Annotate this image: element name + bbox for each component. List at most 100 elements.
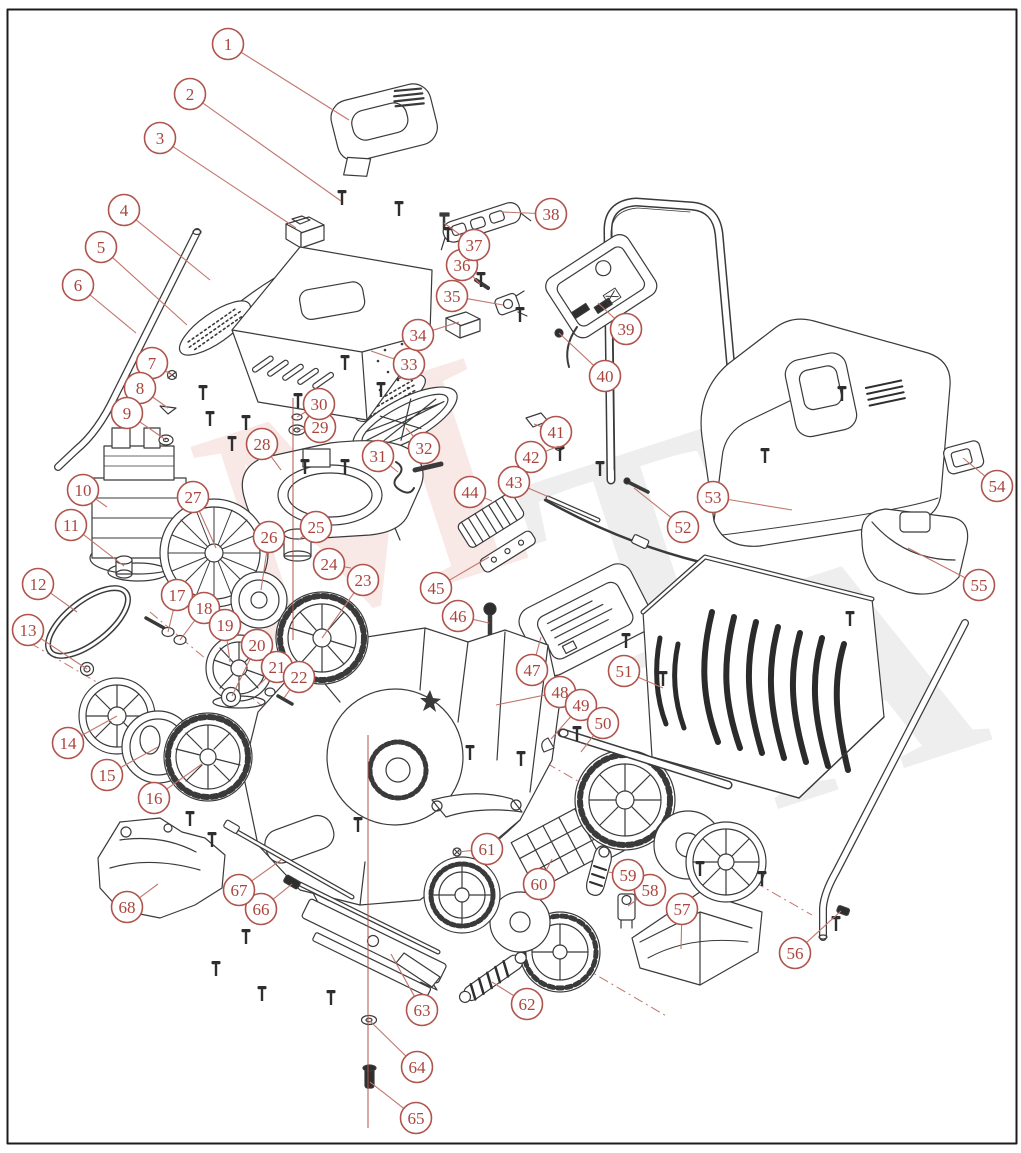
callout-13: 13 xyxy=(11,613,88,670)
callout-41: 41 xyxy=(533,415,573,449)
callout-60: 60 xyxy=(522,858,556,901)
axis-line-layer xyxy=(292,398,369,1128)
leader-line xyxy=(962,457,986,477)
callout-number: 1 xyxy=(224,35,233,54)
callout-68: 68 xyxy=(110,883,159,924)
screw-icon xyxy=(340,459,350,474)
callout-circle xyxy=(962,568,996,602)
callout-number: 2 xyxy=(186,85,195,104)
callout-number: 9 xyxy=(123,404,132,423)
callout-circle xyxy=(980,469,1014,503)
screw-icon xyxy=(241,415,251,430)
leader-line xyxy=(580,735,595,753)
screw-icon xyxy=(207,832,217,847)
leader-line xyxy=(728,498,793,511)
screw-icon xyxy=(340,355,350,370)
callout-39: 39 xyxy=(597,302,643,346)
callout-circle xyxy=(470,832,504,866)
callout-25: 25 xyxy=(297,510,333,544)
cable-connector xyxy=(494,290,528,317)
callout-number: 13 xyxy=(20,621,37,640)
callout-32: 32 xyxy=(405,427,441,465)
grass-catcher xyxy=(640,554,885,799)
leader-line xyxy=(535,636,542,656)
leader-line xyxy=(95,498,108,508)
callout-53: 53 xyxy=(696,480,793,514)
callout-66: 66 xyxy=(244,883,293,926)
callout-number: 49 xyxy=(573,696,590,715)
screw-icon xyxy=(337,190,347,205)
callout-number: 54 xyxy=(989,477,1007,496)
screw-icon xyxy=(515,307,525,322)
switch-housing xyxy=(545,234,658,368)
screw-icon xyxy=(760,448,770,463)
callout-24: 24 xyxy=(312,547,352,581)
mesh-insert-left xyxy=(178,300,252,356)
leader-line xyxy=(283,689,291,699)
hubcap-rear-right xyxy=(685,821,767,903)
callout-number: 29 xyxy=(312,418,329,437)
leader-line xyxy=(152,396,169,409)
callout-circle xyxy=(564,688,598,722)
callout-11: 11 xyxy=(54,508,125,567)
leader-line xyxy=(139,883,159,899)
hubcap-front-right xyxy=(423,856,501,934)
callout-circle xyxy=(361,439,395,473)
callout-circle xyxy=(586,706,620,740)
callout-circle xyxy=(405,993,439,1027)
callout-circle xyxy=(222,873,256,907)
brake-lever xyxy=(586,845,612,896)
callout-30: 30 xyxy=(296,387,336,421)
callout-61: 61 xyxy=(456,832,504,866)
callout-number: 6 xyxy=(74,276,83,295)
callout-number: 59 xyxy=(620,866,637,885)
callout-number: 19 xyxy=(217,616,234,635)
leader-line xyxy=(370,350,395,360)
leader-line xyxy=(81,715,118,737)
callout-circle xyxy=(137,781,171,815)
callout-number: 35 xyxy=(444,287,461,306)
callout-49: 49 xyxy=(550,688,598,740)
leader-line xyxy=(456,849,472,853)
callout-number: 4 xyxy=(120,201,129,220)
callout-circle xyxy=(407,431,441,465)
callout-number: 26 xyxy=(261,528,278,547)
left-handle-tube xyxy=(54,228,202,471)
link-rods xyxy=(223,819,441,955)
leader-line xyxy=(179,620,196,641)
callout-number: 15 xyxy=(99,766,116,785)
leader-line xyxy=(369,1020,407,1057)
callout-35: 35 xyxy=(435,279,504,313)
callout-circle xyxy=(312,547,346,581)
leader-line xyxy=(369,1081,405,1109)
spring-damper xyxy=(458,951,527,1003)
callout-circle xyxy=(176,480,210,514)
leader-line xyxy=(558,332,595,366)
leader-line xyxy=(390,953,415,997)
leader-line xyxy=(633,487,672,518)
blade xyxy=(301,892,447,997)
leader-line xyxy=(120,746,159,769)
screw-icon xyxy=(205,411,215,426)
callout-44: 44 xyxy=(453,475,493,509)
callout-number: 45 xyxy=(428,579,445,598)
screw-icon xyxy=(241,929,251,944)
callout-circle xyxy=(299,510,333,544)
parts-layer xyxy=(6,8,1018,1145)
callout-circle xyxy=(302,387,336,421)
callout-circle xyxy=(399,1101,433,1135)
callout-number: 32 xyxy=(416,439,433,458)
callout-circle xyxy=(497,465,531,499)
leader-line xyxy=(172,146,297,229)
callout-number: 12 xyxy=(30,575,47,594)
leader-line xyxy=(344,566,352,569)
callout-2: 2 xyxy=(173,77,342,202)
callout-number: 66 xyxy=(253,900,270,919)
leader-line xyxy=(257,677,267,687)
callout-number: 28 xyxy=(254,435,271,454)
screw-icon xyxy=(300,459,310,474)
callout-55: 55 xyxy=(907,547,996,602)
callout-circle xyxy=(110,396,144,430)
callout-number: 38 xyxy=(543,205,560,224)
disc-front-right xyxy=(489,891,551,953)
